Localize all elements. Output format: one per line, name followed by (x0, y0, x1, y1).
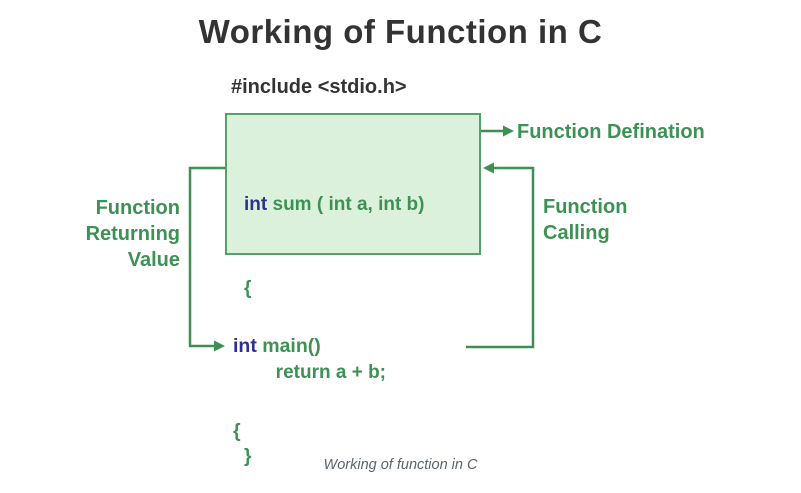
label-function-calling: Function Calling (543, 196, 628, 244)
code-line-open-brace: { (233, 420, 241, 443)
page-title: Working of Function in C (198, 13, 603, 50)
code-line-close-brace: } (244, 446, 252, 467)
keyword-int: int (233, 335, 257, 358)
keyword-int: int (244, 194, 268, 215)
image-caption: Working of function in C (323, 457, 478, 473)
signature-text: sum ( int a, int b) (267, 194, 425, 215)
main-code-block: int main() { int add = sum (10, 30); pri… (233, 276, 483, 493)
label-function-returning-value: Function Returning Value (85, 197, 180, 271)
arrow-function-returning-value (188, 166, 225, 352)
label-function-defination: Function Defination (517, 121, 705, 143)
main-signature-text: main() (256, 335, 321, 358)
arrow-function-defination (481, 125, 514, 137)
include-line: #include <stdio.h> (231, 76, 407, 98)
code-line-signature: int sum ( int a, int b) (244, 191, 479, 219)
code-line-main-signature: int main() (233, 332, 483, 360)
code-line-open-brace: { (244, 278, 252, 299)
code-line-return: return a + b; (244, 362, 386, 383)
function-definition-box: int sum ( int a, int b) { return a + b; … (225, 113, 481, 467)
function-definition-code: int sum ( int a, int b) { return a + b; … (227, 115, 479, 493)
